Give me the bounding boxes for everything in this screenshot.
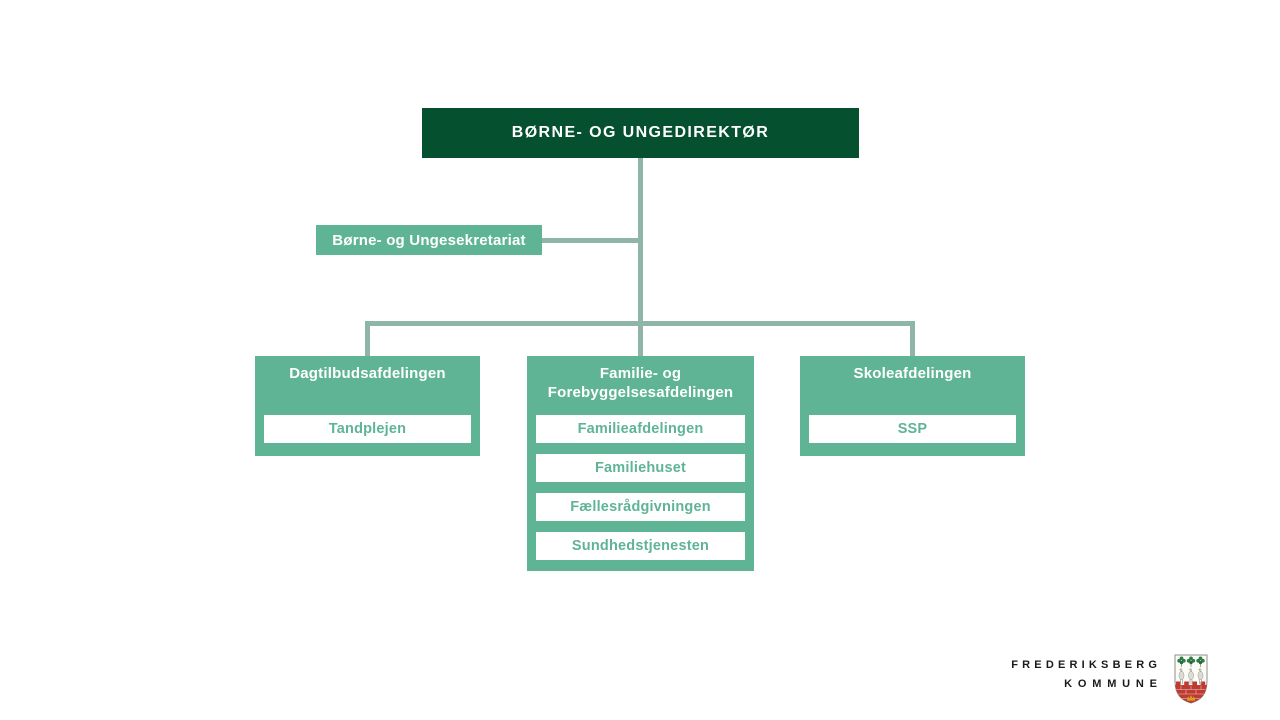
org-subnode-faellesraadgivningen: Fællesrådgivningen xyxy=(536,493,745,521)
connector-drop-left xyxy=(365,326,370,356)
connector-secretariat xyxy=(542,238,638,243)
org-subnode-ssp: SSP xyxy=(809,415,1016,443)
connector-branch-horizontal xyxy=(365,321,915,326)
org-node-secretariat: Børne- og Ungesekretariat xyxy=(316,225,542,255)
org-node-director: BØRNE- OG UNGEDIREKTØR xyxy=(422,108,859,158)
municipality-wordmark: FREDERIKSBERG KOMMUNE xyxy=(1011,659,1157,690)
connector-drop-right xyxy=(910,326,915,356)
org-node-dagtilbudsafdelingen: Dagtilbudsafdelingen Tandplejen xyxy=(255,356,480,456)
frederiksberg-crest-icon xyxy=(1174,654,1208,704)
org-subnode-familiehuset: Familiehuset xyxy=(536,454,745,482)
org-node-skoleafdelingen: Skoleafdelingen SSP xyxy=(800,356,1025,456)
org-subnode-familieafdelingen: Familieafdelingen xyxy=(536,415,745,443)
connector-root-vertical xyxy=(638,158,643,356)
org-subnode-tandplejen: Tandplejen xyxy=(264,415,471,443)
department-title: Skoleafdelingen xyxy=(853,365,972,382)
org-subnode-sundhedstjenesten: Sundhedstjenesten xyxy=(536,532,745,560)
department-title: Familie- og Forebyggelsesafdelingen xyxy=(547,365,734,401)
department-title: Dagtilbudsafdelingen xyxy=(289,365,446,382)
wordmark-line-1: FREDERIKSBERG xyxy=(1011,659,1162,671)
wordmark-line-2: KOMMUNE xyxy=(1064,678,1163,690)
org-node-familie-og-forebyggelsesafdelingen: Familie- og Forebyggelsesafdelingen Fami… xyxy=(527,356,754,571)
